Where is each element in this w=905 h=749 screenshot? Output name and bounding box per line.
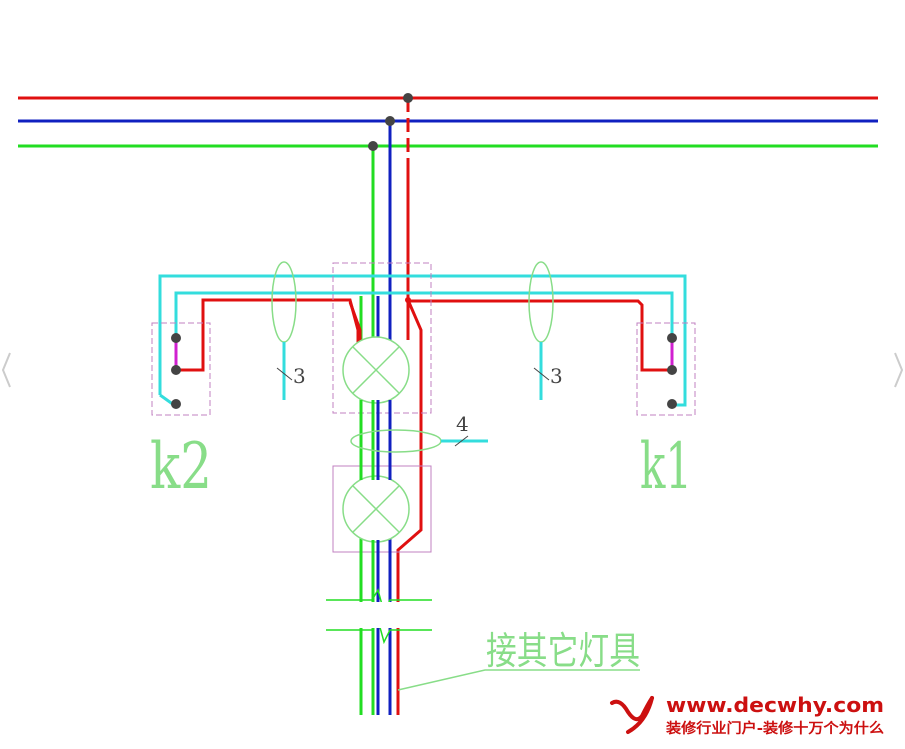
- bundle-ellipse-left: [271, 261, 297, 343]
- leg-right: [408, 299, 672, 372]
- y-logo-icon: [610, 696, 654, 734]
- node-live: [403, 93, 413, 103]
- connect-leader: [397, 669, 640, 691]
- switch-box-right: [636, 322, 696, 416]
- lamp-cross-icon: [342, 475, 410, 543]
- switch-label-k1: k1: [640, 430, 692, 504]
- node-right-1: [667, 333, 677, 343]
- watermark-tagline: 装修行业门户-装修十万个为什么: [665, 720, 884, 737]
- node-right-2: [667, 365, 677, 375]
- lamp-cross-icon: [342, 336, 410, 404]
- leg-left: [176, 298, 360, 372]
- chevron-right-icon[interactable]: [891, 345, 905, 395]
- watermark-url: www.decwhy.com: [666, 693, 884, 717]
- node-live-split: [405, 297, 411, 303]
- break-symbol: [326, 588, 432, 645]
- lamp-box-1: [332, 262, 432, 414]
- bundle-label-left: 3: [293, 364, 306, 388]
- chevron-left-icon[interactable]: [0, 345, 14, 395]
- node-right-3: [667, 399, 677, 409]
- traveler-outer: [158, 274, 687, 407]
- node-ground: [368, 141, 378, 151]
- tick-center: [454, 435, 469, 447]
- switch-box-left: [151, 322, 211, 416]
- connect-other-label: 接其它灯具: [486, 629, 640, 673]
- tick-right: [533, 367, 550, 381]
- watermark: www.decwhy.com 装修行业门户-装修十万个为什么: [610, 693, 884, 737]
- tick-left: [276, 367, 293, 381]
- bundle-ellipse-center: [350, 429, 442, 453]
- switch-legs: [176, 298, 672, 372]
- node-left-2: [171, 365, 181, 375]
- lamp-box-2: [332, 465, 432, 553]
- node-left-3: [171, 399, 181, 409]
- traveler-inner: [174, 291, 674, 340]
- node-neutral: [385, 116, 395, 126]
- bus-lines: [18, 96, 878, 148]
- nodes: [171, 93, 677, 409]
- bundle-label-center: 4: [456, 412, 469, 436]
- node-left-1: [171, 333, 181, 343]
- bundle-label-right: 3: [550, 364, 563, 388]
- switch-label-k2: k2: [150, 430, 212, 504]
